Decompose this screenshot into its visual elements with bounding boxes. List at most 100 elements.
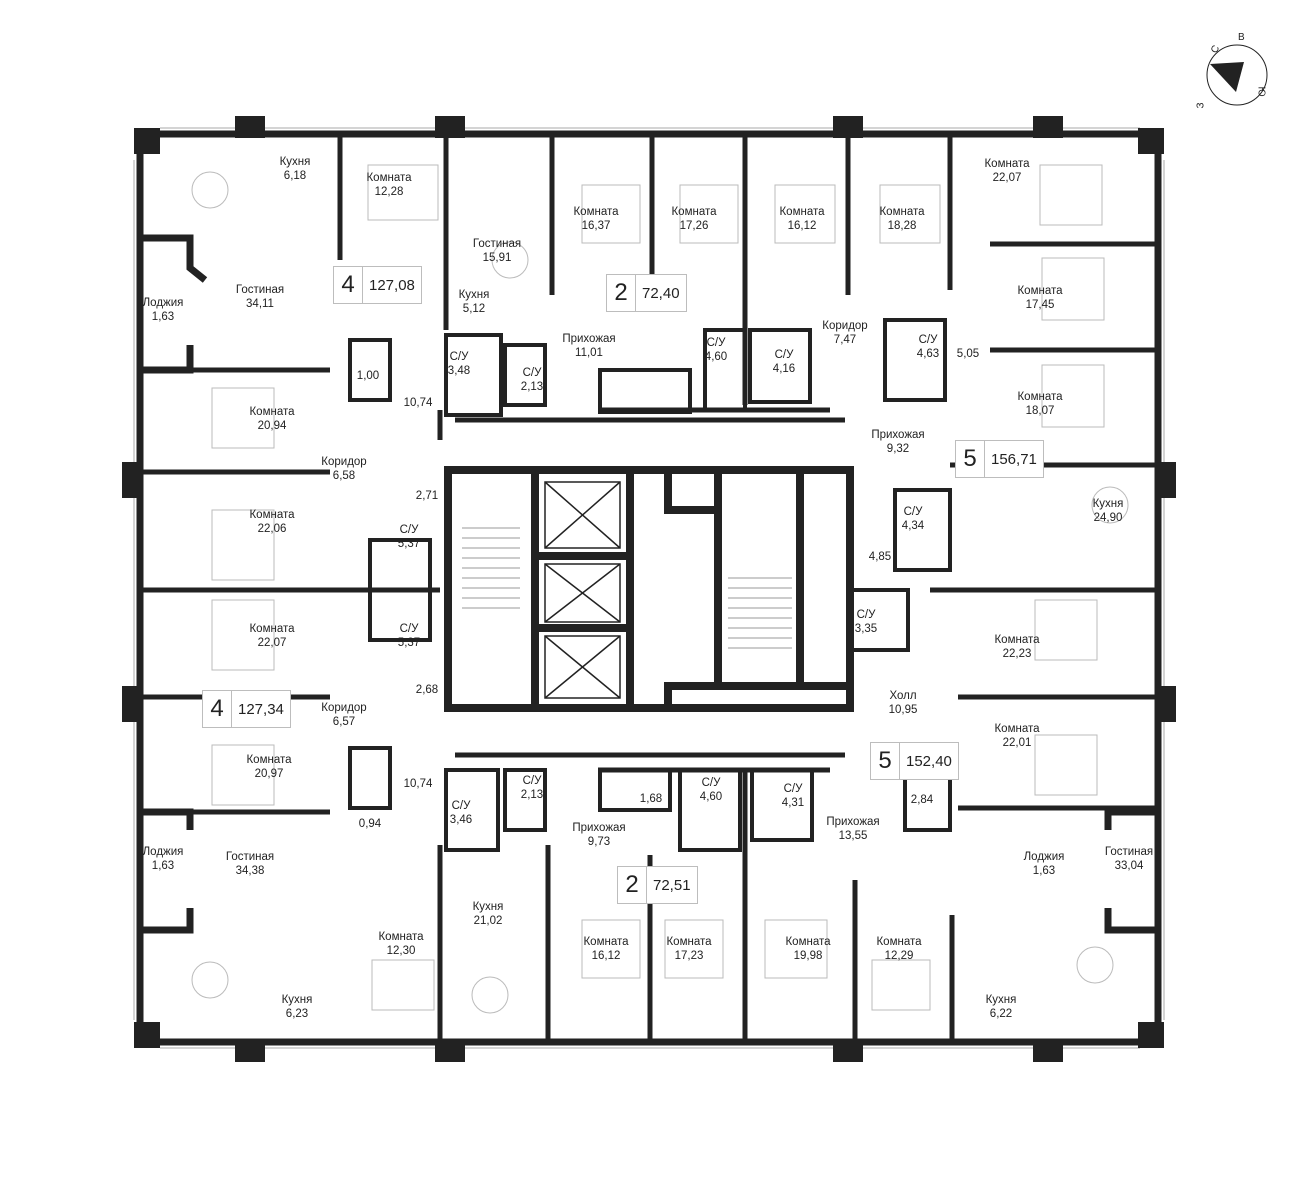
unit-area: 156,71 xyxy=(991,450,1037,468)
unit-room-count: 4 xyxy=(203,691,232,727)
room-area: 2,84 xyxy=(910,794,934,806)
loggias xyxy=(140,234,1158,934)
room-area: 9,32 xyxy=(886,443,910,455)
room-label: 2,68 xyxy=(416,683,438,697)
room-area: 22,07 xyxy=(992,172,1022,184)
room-area: 3,48 xyxy=(447,365,471,377)
room-area: 9,73 xyxy=(587,836,611,848)
room-name: Комната xyxy=(994,634,1040,646)
room-area: 6,58 xyxy=(332,470,356,482)
room-name: Холл xyxy=(889,690,917,702)
room-area: 33,04 xyxy=(1114,860,1144,872)
unit-badge[interactable]: 5 152,40 xyxy=(870,742,959,780)
room-name: Комната xyxy=(876,936,922,948)
room-name: Комната xyxy=(583,936,629,948)
room-label: 2,84 xyxy=(911,793,933,807)
room-area: 6,22 xyxy=(989,1008,1013,1020)
room-area: 15,91 xyxy=(482,252,512,264)
unit-badge[interactable]: 2 72,51 xyxy=(617,866,698,904)
room-label: Комната 19,98 xyxy=(785,935,830,963)
room-area: 1,63 xyxy=(151,860,175,872)
unit-badge[interactable]: 2 72,40 xyxy=(606,274,687,312)
room-area: 10,74 xyxy=(403,778,433,790)
room-name: Комната xyxy=(666,936,712,948)
room-area: 17,26 xyxy=(679,220,709,232)
room-area: 4,31 xyxy=(781,797,805,809)
room-name: Прихожая xyxy=(826,816,880,828)
room-area: 16,12 xyxy=(787,220,817,232)
room-label: Прихожая 13,55 xyxy=(826,815,879,843)
room-area: 6,23 xyxy=(285,1008,309,1020)
window-strips xyxy=(133,127,1165,1049)
room-name: Гостиная xyxy=(1104,846,1154,858)
room-label: 10,74 xyxy=(404,396,433,410)
unit-room-count: 4 xyxy=(334,267,363,303)
room-name: Комната xyxy=(994,723,1040,735)
unit-area: 72,51 xyxy=(653,876,691,894)
unit-room-count: 2 xyxy=(618,867,647,903)
room-area: 17,23 xyxy=(674,950,704,962)
room-name: С/У xyxy=(706,337,726,349)
room-area: 3,35 xyxy=(854,623,878,635)
room-area: 10,95 xyxy=(888,704,918,716)
room-area: 20,97 xyxy=(254,768,284,780)
room-area: 2,13 xyxy=(520,789,544,801)
room-name: Гостиная xyxy=(225,851,275,863)
room-area: 5,12 xyxy=(462,303,486,315)
room-name: С/У xyxy=(451,800,471,812)
room-label: С/У 2,13 xyxy=(521,774,543,802)
room-name: Кухня xyxy=(279,156,311,168)
room-name: Коридор xyxy=(321,456,367,468)
room-area: 2,68 xyxy=(415,684,439,696)
room-name: Комната xyxy=(249,509,295,521)
unit-badge[interactable]: 4 127,34 xyxy=(202,690,291,728)
room-area: 4,34 xyxy=(901,520,925,532)
room-area: 19,98 xyxy=(793,950,823,962)
room-name: Комната xyxy=(671,206,717,218)
unit-room-count: 2 xyxy=(607,275,636,311)
room-label: Комната 17,26 xyxy=(671,205,716,233)
room-label: Холл 10,95 xyxy=(889,689,918,717)
room-area: 1,63 xyxy=(151,311,175,323)
room-name: Коридор xyxy=(822,320,868,332)
unit-badge[interactable]: 5 156,71 xyxy=(955,440,1044,478)
room-area: 5,37 xyxy=(397,637,421,649)
room-name: Прихожая xyxy=(871,429,925,441)
room-label: 0,94 xyxy=(359,817,381,831)
room-area: 12,30 xyxy=(386,945,416,957)
room-name: С/У xyxy=(399,623,419,635)
room-area: 6,57 xyxy=(332,716,356,728)
room-name: Комната xyxy=(785,936,831,948)
unit-badge[interactable]: 4 127,08 xyxy=(333,266,422,304)
room-area: 22,07 xyxy=(257,637,287,649)
small-rooms xyxy=(348,318,952,852)
room-area: 1,63 xyxy=(1032,865,1056,877)
room-area: 0,94 xyxy=(358,818,382,830)
room-name: Кухня xyxy=(458,289,490,301)
room-label: 1,68 xyxy=(640,792,662,806)
room-area: 4,63 xyxy=(916,348,940,360)
compass-east-label: В xyxy=(1238,32,1245,43)
room-label: Прихожая 9,32 xyxy=(871,428,924,456)
room-area: 7,47 xyxy=(833,334,857,346)
room-area: 13,55 xyxy=(838,830,868,842)
room-name: Прихожая xyxy=(572,822,626,834)
room-name: С/У xyxy=(522,775,542,787)
